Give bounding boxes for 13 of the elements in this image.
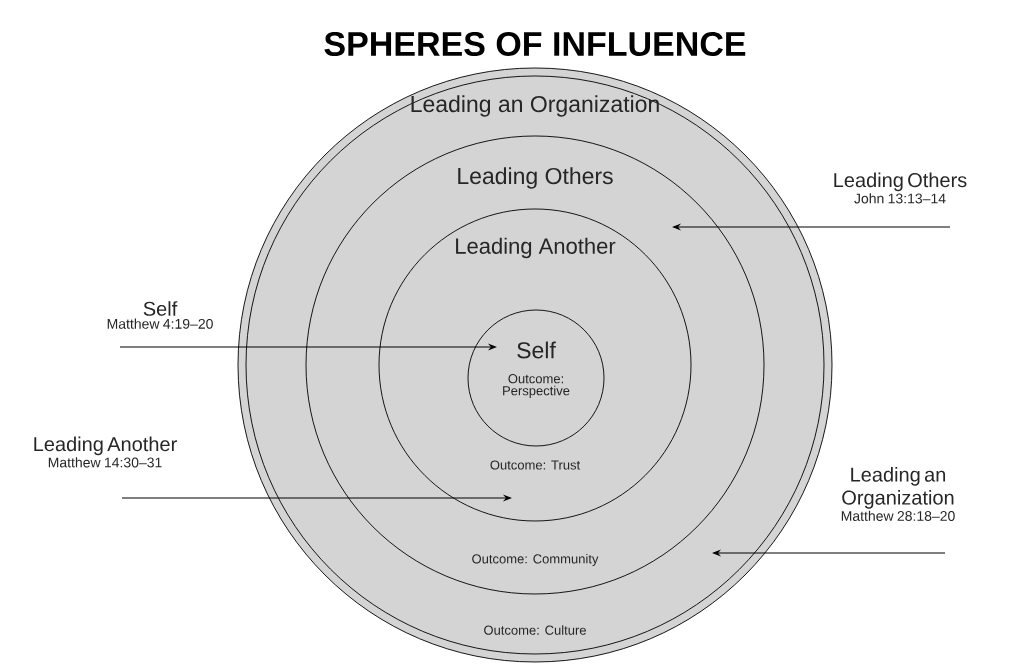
scripture-label: Leading Another Matthew 14:30–31 bbox=[34, 436, 177, 468]
title: SPHERES OF INFLUENCE bbox=[324, 31, 746, 57]
outcome-label: Outcome: Community bbox=[472, 553, 599, 567]
scripture-label: Self Matthew 4:19–20 bbox=[107, 301, 213, 329]
ring-heading: Leading Another bbox=[456, 237, 616, 259]
ring-heading: Leading an Organization bbox=[411, 95, 659, 117]
outcome-label: Outcome: Culture bbox=[484, 625, 586, 635]
outcome-label: Outcome: Perspective bbox=[503, 374, 570, 398]
scripture-label: Leading an Organization Matthew 28:18–20 bbox=[841, 467, 955, 521]
ring-heading: Leading Others bbox=[458, 167, 613, 189]
outcome-label: Outcome: Trust bbox=[490, 460, 581, 470]
circle-heading: Self bbox=[517, 341, 556, 359]
scripture-label: Leading Others John 13:13–14 bbox=[834, 172, 967, 204]
